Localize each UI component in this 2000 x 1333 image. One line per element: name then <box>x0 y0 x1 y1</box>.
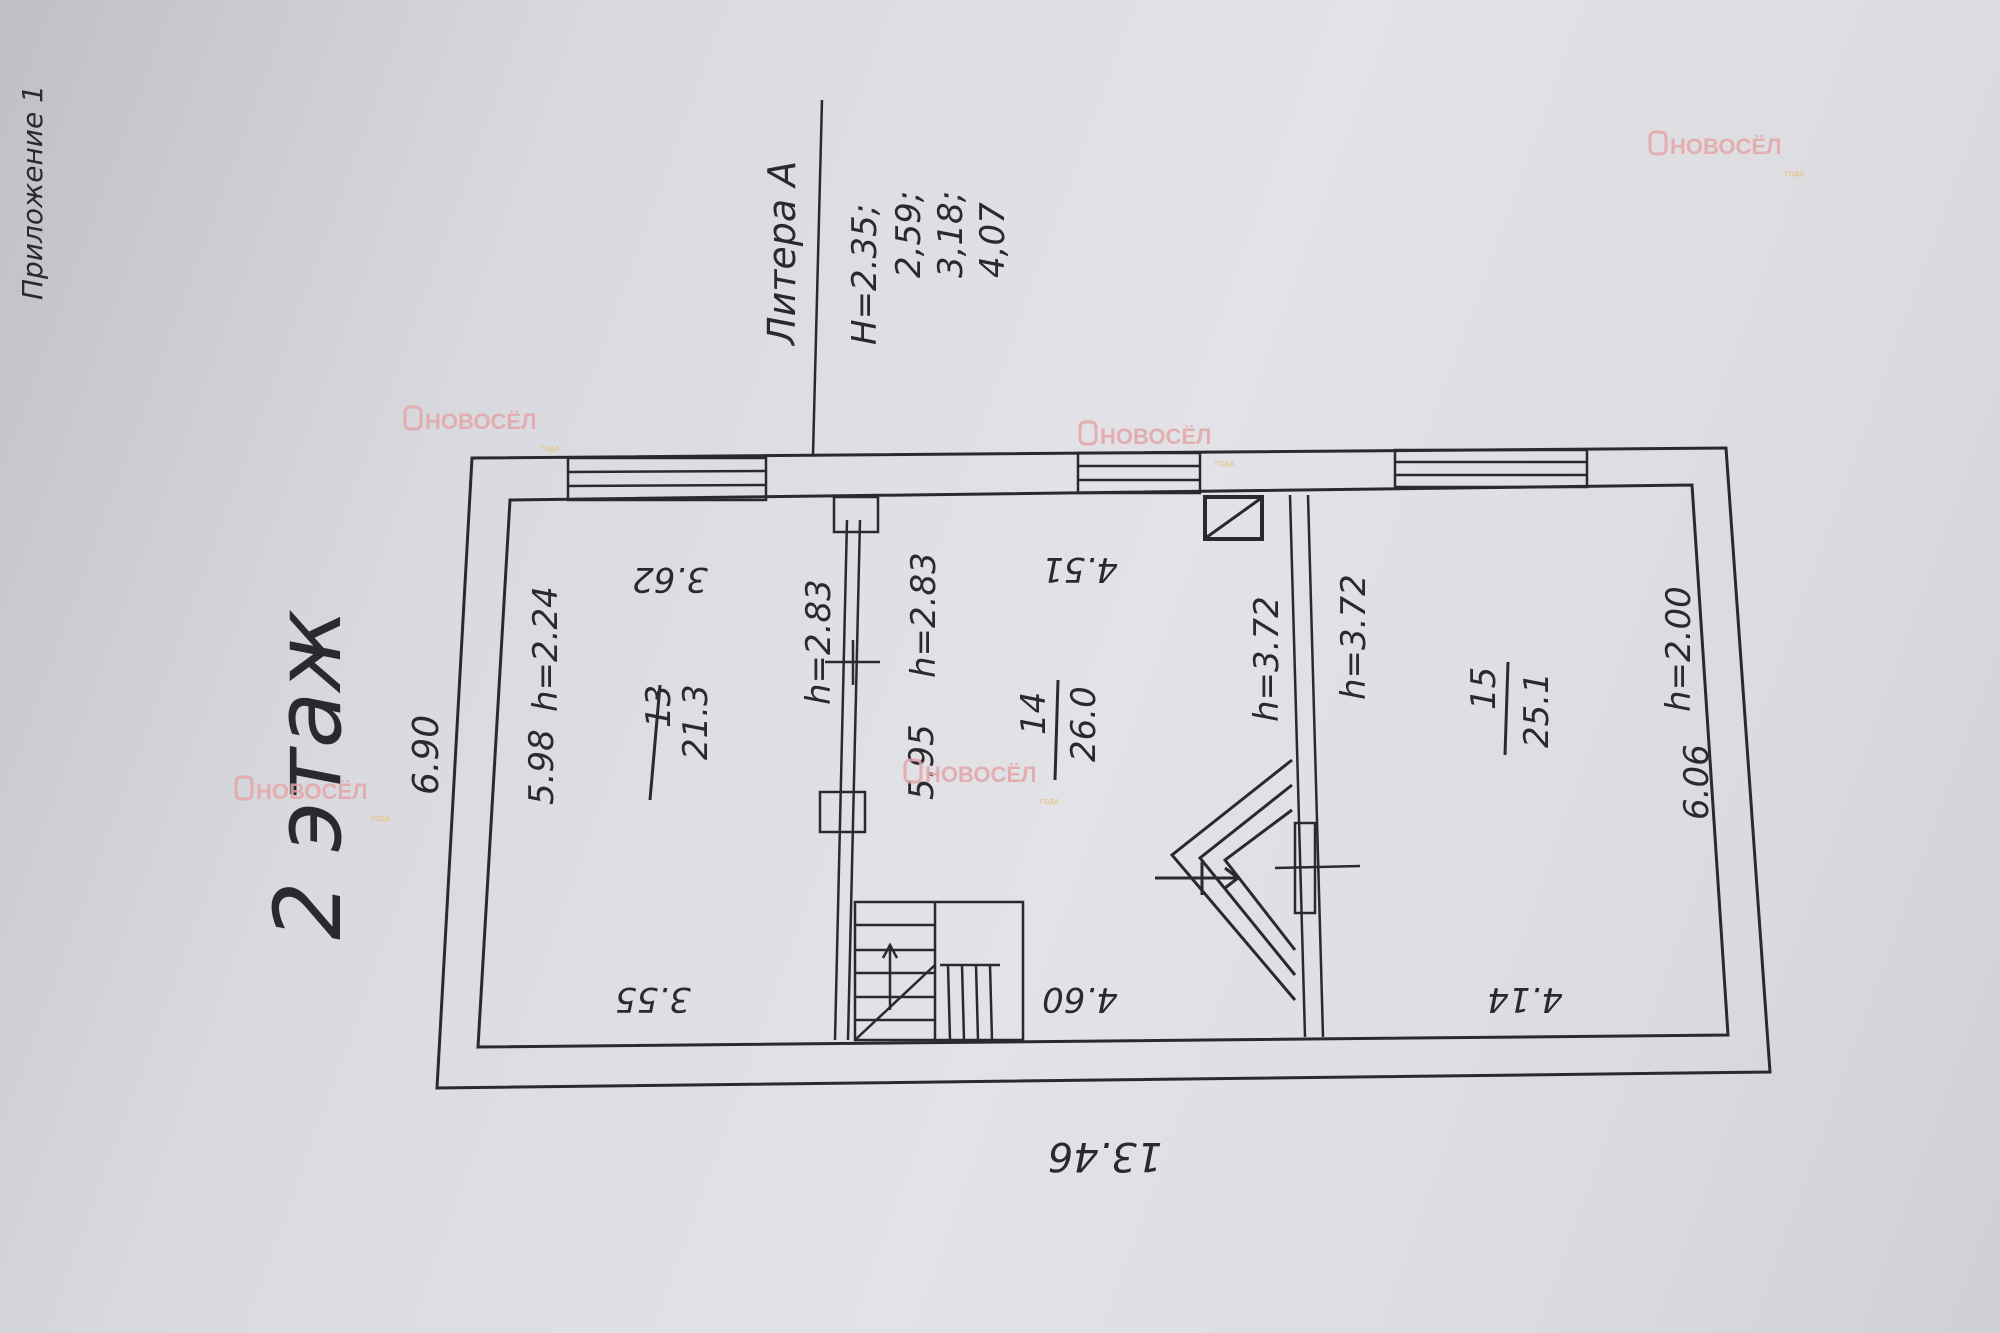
watermark-brand-5: НОВОСЁЛ <box>1670 134 1782 159</box>
height-3: 3,18; <box>931 191 971 278</box>
room-14: 14 26.0 5.95 h=2.83 4.51 4.60 h=3.72 <box>902 549 1287 1019</box>
room-14-fraction-line <box>1053 679 1060 781</box>
litera-label: Литера А <box>760 161 804 347</box>
appendix-label: Приложение 1 <box>16 85 49 300</box>
watermark-1: НОВОСЁЛ ГОДА <box>403 405 559 453</box>
partition-14-height-left: h=3.72 <box>1247 596 1287 722</box>
window-1 <box>566 456 768 502</box>
room-15: 15 25.1 6.06 h=2.00 4.14 h=3.72 <box>1334 574 1717 1019</box>
room-13-fraction-line <box>648 684 662 801</box>
room-13-bottom-dim: 3.55 <box>615 979 691 1019</box>
room-15-side: 6.06 <box>1677 744 1717 820</box>
watermark-year-1: ГОДА <box>540 446 559 453</box>
overall-width: 6.90 <box>406 715 447 795</box>
room-14-top-dim: 4.51 <box>1042 549 1118 589</box>
outer-wall <box>435 446 1772 1090</box>
inner-wall <box>476 483 1730 1049</box>
room-15-height: h=2.00 <box>1659 586 1699 712</box>
watermark-2: НОВОСЁЛ ГОДА <box>1078 420 1234 468</box>
room-14-height: h=2.83 <box>904 552 944 678</box>
partition-13-height: h=2.83 <box>799 579 839 705</box>
room-15-area: 25.1 <box>1517 672 1557 748</box>
overall-length: 13.46 <box>1048 1133 1163 1179</box>
room-13-top-dim: 3.62 <box>632 559 708 599</box>
vent-shaft <box>1203 495 1264 541</box>
watermark-brand-2: НОВОСЁЛ <box>1100 424 1212 449</box>
room-14-side: 5.95 <box>902 724 942 800</box>
room-15-fraction-line <box>1503 661 1510 756</box>
stove <box>1155 758 1297 1001</box>
room-13-area: 21.3 <box>676 684 716 760</box>
litera-leader-line <box>811 99 824 456</box>
watermark-3: НОВОСЁЛ ГОДА <box>234 775 390 823</box>
watermark-4: НОВОСЁЛ ГОДА <box>903 758 1059 806</box>
room-13-height: h=2.24 <box>526 586 566 712</box>
partition-14-15 <box>1203 494 1361 1038</box>
watermark-brand-4: НОВОСЁЛ <box>925 762 1037 787</box>
watermark-year-4: ГОДА <box>1040 799 1059 806</box>
room-14-number: 14 <box>1014 692 1054 735</box>
watermark-year-5: ГОДА <box>1785 171 1804 178</box>
room-13-side: 5.98 <box>522 729 562 805</box>
height-2: 2,59; <box>889 191 929 278</box>
room-15-bottom-dim: 4.14 <box>1487 979 1563 1019</box>
floor-title: 2 этаж <box>255 609 362 940</box>
watermark-5: НОВОСЁЛ ГОДА <box>1648 130 1804 178</box>
room-14-area: 26.0 <box>1064 686 1104 762</box>
watermark-year-2: ГОДА <box>1215 461 1234 468</box>
watermark-brand-1: НОВОСЁЛ <box>425 409 537 434</box>
windows <box>566 448 1589 502</box>
height-4: 4,07 <box>973 202 1013 278</box>
stair <box>853 900 1025 1042</box>
window-2 <box>1076 451 1202 495</box>
window-3 <box>1393 448 1589 489</box>
partition-13-14 <box>818 495 880 1041</box>
heights-block: H=2.35; 2,59; 3,18; 4,07 <box>845 191 1013 345</box>
watermark-brand-3: НОВОСЁЛ <box>256 779 368 804</box>
room-15-number: 15 <box>1464 667 1504 710</box>
room-14-bottom-dim: 4.60 <box>1042 979 1118 1019</box>
height-1: H=2.35; <box>845 204 885 345</box>
watermark-year-3: ГОДА <box>371 816 390 823</box>
partition-15-height-right: h=3.72 <box>1334 574 1374 700</box>
room-13: 13 21.3 5.98 h=2.24 3.62 3.55 h=2.83 <box>522 559 839 1019</box>
